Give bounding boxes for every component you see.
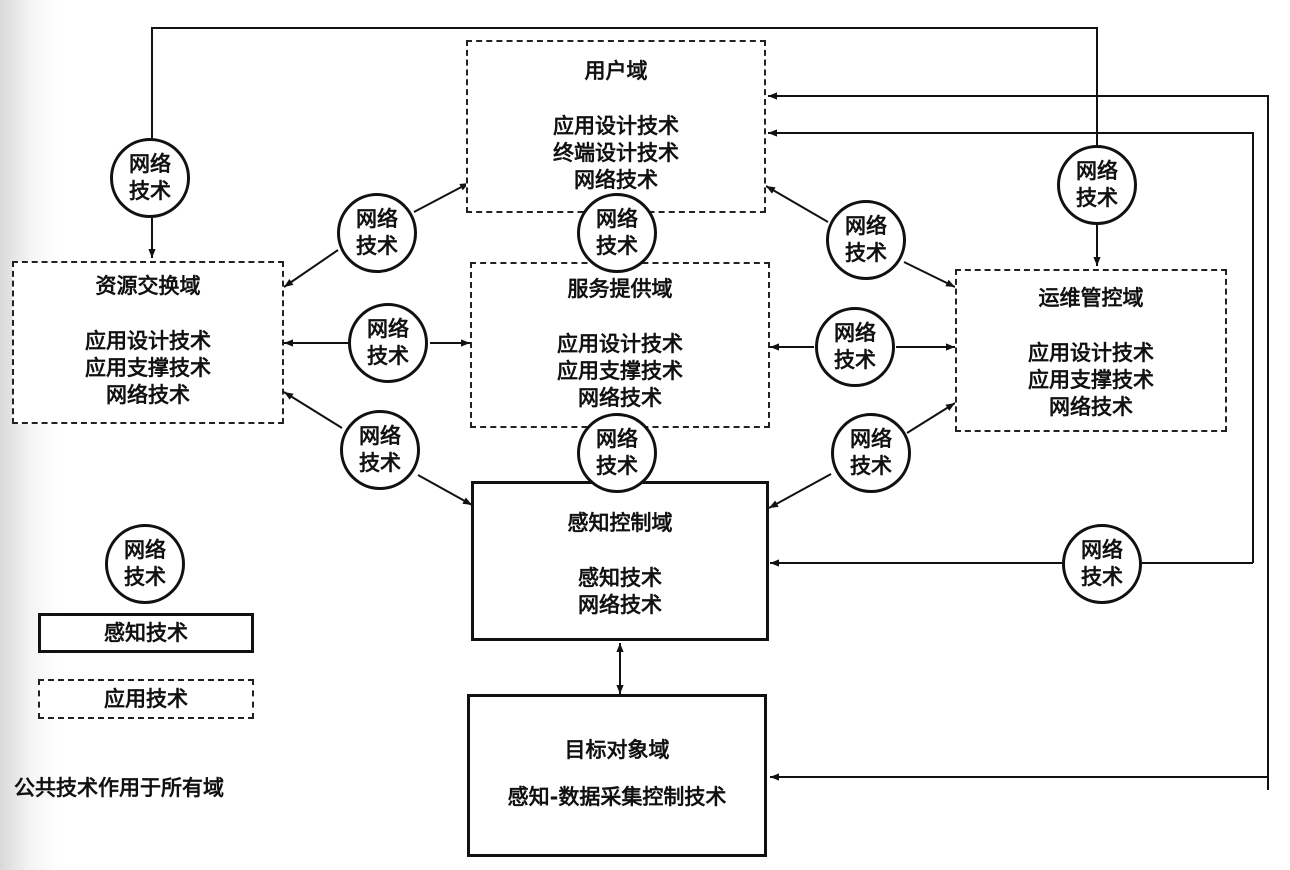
resource-exchange-domain-box: 资源交换域 应用设计技术 应用支撑技术 网络技术 <box>12 261 284 424</box>
network-node-label: 网络 <box>834 321 876 345</box>
network-node-label: 技术 <box>367 344 409 368</box>
network-node-label: 网络 <box>367 317 409 341</box>
network-node-label: 技术 <box>596 454 638 478</box>
target-object-domain-box: 目标对象域 感知-数据采集控制技术 <box>467 694 767 857</box>
network-node-label: 网络 <box>356 207 398 231</box>
network-node-label: 网络 <box>1081 538 1123 562</box>
ops-control-domain-box: 运维管控域 应用设计技术 应用支撑技术 网络技术 <box>955 269 1227 432</box>
link-left-lower-a <box>283 391 343 429</box>
network-node-label: 技术 <box>1076 186 1118 210</box>
network-node-label: 技术 <box>845 241 887 265</box>
resource-exchange-domain-tech: 应用支撑技术 <box>85 356 211 380</box>
network-node-label: 网络 <box>1076 159 1118 183</box>
legend-network-tech-symbol: 网络 技术 <box>105 524 185 604</box>
legend-network-label: 技术 <box>124 565 166 589</box>
network-node-label: 技术 <box>356 234 398 258</box>
legend-application-label: 应用技术 <box>104 687 188 711</box>
network-tech-node: 网络 技术 <box>826 200 906 280</box>
user-domain-tech: 终端设计技术 <box>553 141 679 165</box>
sensing-control-domain-box: 感知控制域 感知技术 网络技术 <box>471 481 769 641</box>
user-domain-box: 用户域 应用设计技术 终端设计技术 网络技术 <box>466 40 766 213</box>
network-tech-node: 网络 技术 <box>348 303 428 383</box>
network-node-label: 网络 <box>596 427 638 451</box>
legend-sensing-label: 感知技术 <box>104 621 188 645</box>
service-provision-domain-box: 服务提供域 应用设计技术 应用支撑技术 网络技术 <box>470 262 770 428</box>
service-provision-domain-tech: 应用支撑技术 <box>557 359 683 383</box>
loop-right-outer-user <box>768 92 1269 790</box>
resource-exchange-domain-title: 资源交换域 <box>95 274 201 298</box>
network-node-label: 网络 <box>596 207 638 231</box>
user-domain-tech: 网络技术 <box>574 168 658 192</box>
link-right-upper-a <box>765 185 829 223</box>
ops-control-domain-title: 运维管控域 <box>1038 286 1144 310</box>
network-tech-node: 网络 技术 <box>1057 145 1137 225</box>
service-provision-domain-tech: 应用设计技术 <box>557 332 683 356</box>
resource-exchange-domain-tech: 网络技术 <box>106 383 190 407</box>
network-node-label: 网络 <box>850 427 892 451</box>
network-node-label: 网络 <box>129 152 171 176</box>
target-object-domain-tech: 感知-数据采集控制技术 <box>507 785 727 809</box>
legend-note: 公共技术作用于所有域 <box>14 776 224 800</box>
sensing-control-domain-title: 感知控制域 <box>567 511 673 535</box>
service-provision-domain-tech: 网络技术 <box>578 386 662 410</box>
legend-network-label: 网络 <box>124 538 166 562</box>
legend-sensing-tech-symbol: 感知技术 <box>38 613 254 653</box>
sensing-control-domain-tech: 网络技术 <box>578 593 662 617</box>
network-tech-node: 网络 技术 <box>831 413 911 493</box>
link-right-lower-a <box>768 473 832 509</box>
user-domain-title: 用户域 <box>584 59 648 83</box>
network-node-label: 技术 <box>850 454 892 478</box>
top-loop-line <box>151 27 1098 160</box>
network-node-label: 网络 <box>359 424 401 448</box>
network-node-label: 技术 <box>596 234 638 258</box>
service-provision-domain-title: 服务提供域 <box>567 277 673 301</box>
resource-exchange-domain-tech: 应用设计技术 <box>85 329 211 353</box>
target-object-domain-title: 目标对象域 <box>564 738 670 762</box>
link-left-upper-a <box>283 249 339 288</box>
ops-control-domain-tech: 应用支撑技术 <box>1028 368 1154 392</box>
network-node-label: 技术 <box>129 179 171 203</box>
link-right-upper-b <box>903 261 956 288</box>
network-tech-node: 网络 技术 <box>340 410 420 490</box>
network-node-label: 技术 <box>359 451 401 475</box>
loop-right-inner-user <box>768 129 1254 563</box>
ops-control-domain-tech: 网络技术 <box>1049 395 1133 419</box>
network-tech-node: 网络 技术 <box>815 307 895 387</box>
link-left-upper-b <box>413 182 470 213</box>
network-tech-node: 网络 技术 <box>577 193 657 273</box>
network-tech-node: 网络 技术 <box>1062 524 1142 604</box>
link-left-lower-b <box>417 474 473 506</box>
network-node-label: 网络 <box>845 214 887 238</box>
network-node-label: 技术 <box>1081 565 1123 589</box>
legend-application-tech-symbol: 应用技术 <box>38 679 254 719</box>
network-node-label: 技术 <box>834 348 876 372</box>
user-domain-tech: 应用设计技术 <box>553 114 679 138</box>
link-right-lower-b <box>906 402 956 434</box>
ops-control-domain-tech: 应用设计技术 <box>1028 341 1154 365</box>
sensing-control-domain-tech: 感知技术 <box>578 566 662 590</box>
network-tech-node: 网络 技术 <box>110 138 190 218</box>
network-tech-node: 网络 技术 <box>577 413 657 493</box>
network-tech-node: 网络 技术 <box>337 193 417 273</box>
